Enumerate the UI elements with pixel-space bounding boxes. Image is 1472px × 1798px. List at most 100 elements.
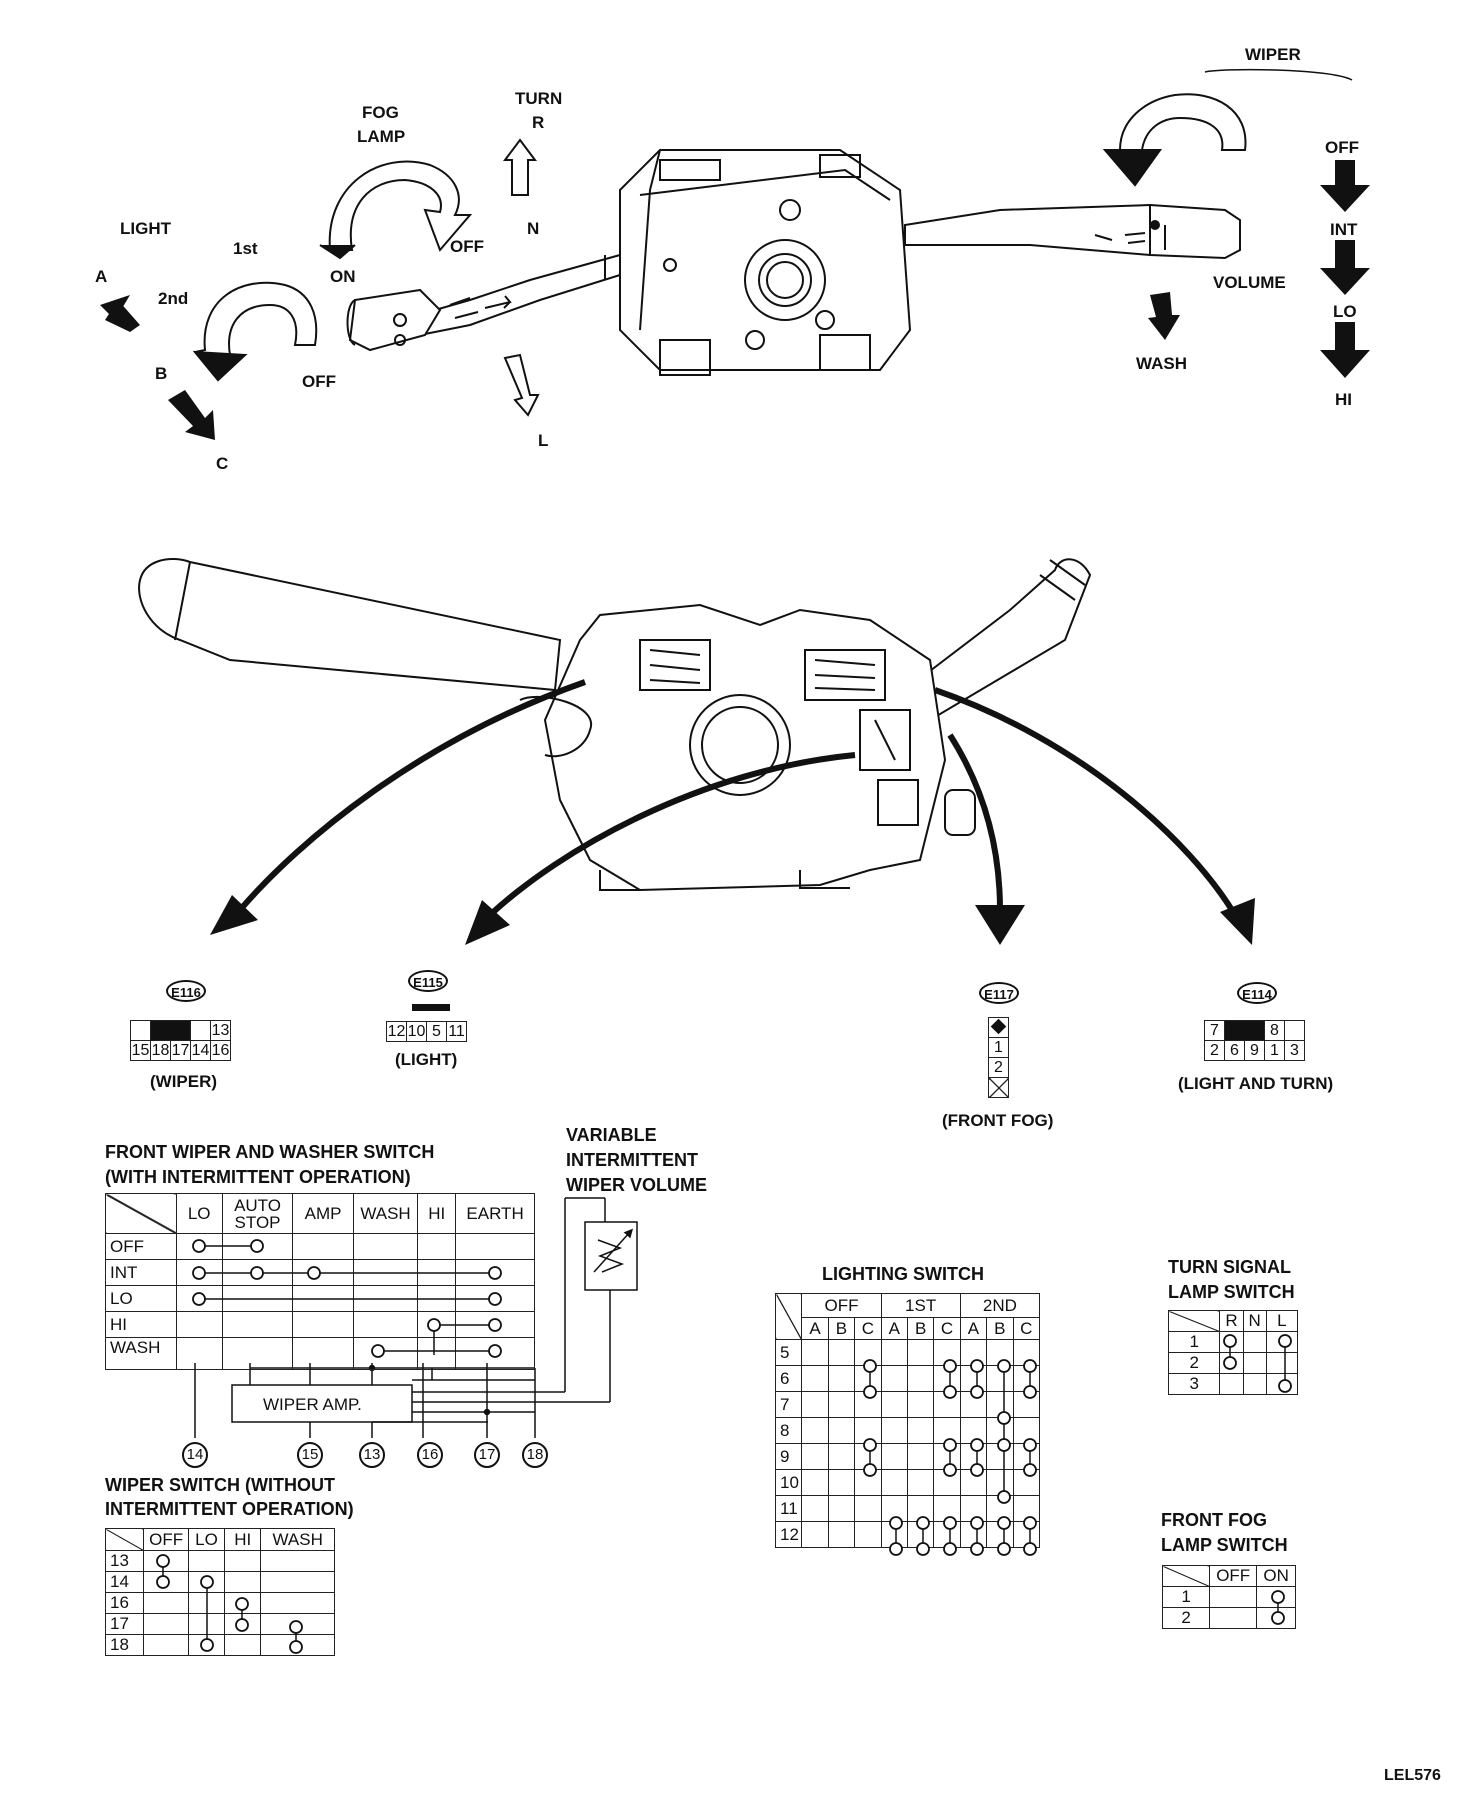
cell [187,1634,226,1656]
col-header: N [1242,1310,1267,1332]
col-header: L [1265,1310,1299,1332]
cell [143,1571,189,1593]
connector-caption-e114: (LIGHT AND TURN) [1178,1074,1334,1093]
combination-switch-top-view [346,149,1241,376]
sub-header: B [827,1317,856,1340]
row-header: LO [105,1285,177,1312]
label-fog-off: OFF [450,237,484,256]
arrow-wiper-lo [1320,240,1370,295]
pointer-arrow-light-turn [934,687,1238,917]
e116-pin: 16 [210,1040,231,1061]
cell [260,1571,335,1593]
cell [455,1311,535,1338]
cell [455,1233,535,1260]
row-header: 2 [1161,1607,1211,1629]
label-fog: FOG [362,103,399,122]
e116-blank [130,1020,151,1041]
label-turn-l: L [538,431,549,450]
pointer-arrow-fog-head [975,905,1025,945]
front-wiper-title-1: FRONT WIPER AND WASHER SWITCH [105,1142,435,1162]
e114-pin: 2 [1204,1040,1225,1061]
pointer-arrow-fog [947,733,1003,911]
e116-pin: 14 [190,1040,211,1061]
pointer-arrow-light [487,752,856,918]
cell [260,1592,335,1614]
row-header: INT [105,1259,177,1286]
col-header: AUTO STOP [221,1193,294,1234]
cell [175,1337,223,1370]
connector-caption-e117: (FRONT FOG) [942,1111,1054,1130]
e114-pin: 7 [1204,1020,1225,1041]
e114-pin: 9 [1244,1040,1265,1061]
wiper-circuit-wiring [194,1197,638,1438]
row-header: 3 [1167,1373,1221,1395]
arrow-turn-down [503,353,540,417]
label-b: B [155,364,168,383]
row-header: 1 [1167,1331,1221,1353]
label-fog-on: ON [330,267,356,286]
cell [352,1311,419,1338]
connector-id-e115: E115 [408,970,448,992]
cell [455,1337,535,1370]
variable-label-1: VARIABLE [566,1125,657,1145]
row-header: 9 [774,1443,803,1470]
arrow-c [168,390,215,440]
cell [292,1337,354,1370]
col-header: HI [417,1193,457,1234]
front-fog-table: OFF ON 1 2 [1161,1565,1296,1629]
wiper-no-int-title-2: INTERMITTENT OPERATION) [105,1499,354,1519]
e114-pin: 1 [1264,1040,1285,1061]
e115-pin: 5 [426,1021,447,1042]
cell [187,1571,226,1593]
front-wiper-title-2: (WITH INTERMITTENT OPERATION) [105,1167,411,1187]
corner-cell [1167,1310,1221,1332]
turn-signal-table: R N L 1 2 3 [1167,1310,1299,1395]
variable-label-2: INTERMITTENT [566,1150,698,1170]
connector-e114: 7 8 2 6 9 1 3 [1204,1020,1305,1061]
col-header: HI [224,1528,262,1551]
e115-pin: 11 [446,1021,467,1042]
cell [175,1259,223,1286]
cell [260,1634,335,1656]
sub-header: A [959,1317,988,1340]
col-header: LO [187,1528,226,1551]
curved-arrow-fog [319,160,473,260]
combination-switch-rear-view [138,558,1092,892]
pointer-arrow-light-turn-head [1220,898,1255,945]
sub-header: C [1012,1317,1041,1340]
e116-pin: 15 [130,1040,151,1061]
e115-pin: 12 [386,1021,407,1042]
label-1st: 1st [233,239,258,258]
row-header: 7 [774,1391,803,1418]
connector-caption-e115: (LIGHT) [395,1050,458,1069]
cell [175,1285,223,1312]
arrow-a [100,295,140,332]
cell [143,1634,189,1656]
row-header: 6 [774,1365,803,1392]
group-header: 2ND [959,1293,1041,1318]
connector-e116: 13 15 18 17 14 16 [130,1020,231,1061]
pin-14: 14 [182,1442,208,1468]
col-header: WASH [260,1528,335,1551]
wiper-bracket-line [1204,68,1353,81]
arrow-wash [1148,292,1180,340]
cell [221,1337,294,1370]
row-header: WASH [105,1337,177,1370]
e117-pin: 2 [988,1057,1009,1078]
row-header: 8 [774,1417,803,1444]
curved-arrow-light [192,281,318,382]
label-wash: WASH [1136,354,1187,373]
cell [455,1259,535,1286]
cell [417,1285,457,1312]
cell [224,1571,262,1593]
e116-lock [150,1020,191,1041]
cell [260,1550,335,1572]
e116-blank [190,1020,211,1041]
cell [187,1592,226,1614]
figure-code: LEL576 [1384,1767,1441,1784]
cell [455,1285,535,1312]
label-wiper-lo: LO [1333,302,1357,321]
cell [224,1634,262,1656]
cell [352,1233,419,1260]
label-wiper-int: INT [1330,220,1358,239]
